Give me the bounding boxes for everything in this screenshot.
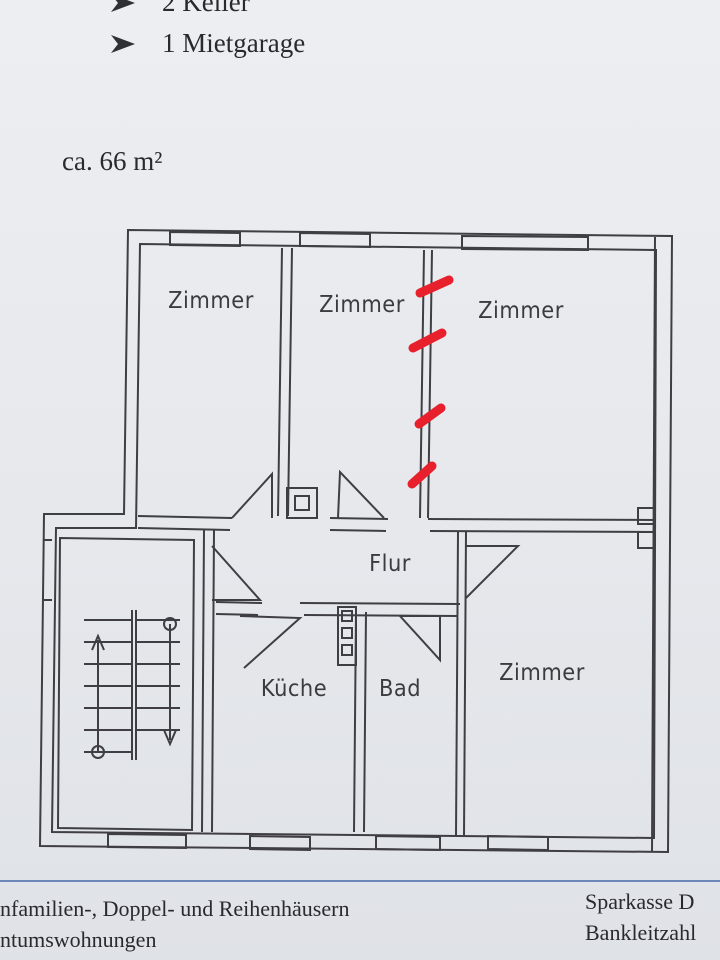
footer-divider [0,880,720,882]
outer-wall [38,228,674,854]
bullet-item-garage: 1 Mietgarage [110,30,305,57]
room-label-zimmer: Zimmer [478,296,564,324]
room-label-bad: Bad [378,674,422,702]
arrowhead-bullet-icon [111,34,135,53]
footer-right-text: Sparkasse D Bankleitzahl [585,886,696,948]
room-label-zimmer: Zimmer [319,290,405,318]
room-label-kueche: Küche [260,674,328,702]
bullet-item-keller: 2 Keller [110,0,250,16]
room-label-flur: Flur [369,549,411,577]
footer-left-line: nfamilien-, Doppel- und Reihenhäusern [0,896,350,921]
bullet-text: 2 Keller [162,0,250,17]
footer-right-line: Bankleitzahl [585,920,697,945]
outer-wall-inner [50,242,658,840]
footer-left-text: nfamilien-, Doppel- und Reihenhäusern nt… [0,893,349,955]
red-marker-dashes [407,275,454,489]
room-label-zimmer: Zimmer [499,658,585,686]
footer-right-line: Sparkasse D [585,889,695,914]
living-area-label: ca. 66 m² [62,146,163,176]
bullet-text: 1 Mietgarage [162,28,306,58]
footer-left-line: ntumswohnungen [0,927,157,952]
room-label-zimmer: Zimmer [168,286,254,314]
arrowhead-bullet-icon [111,0,135,12]
